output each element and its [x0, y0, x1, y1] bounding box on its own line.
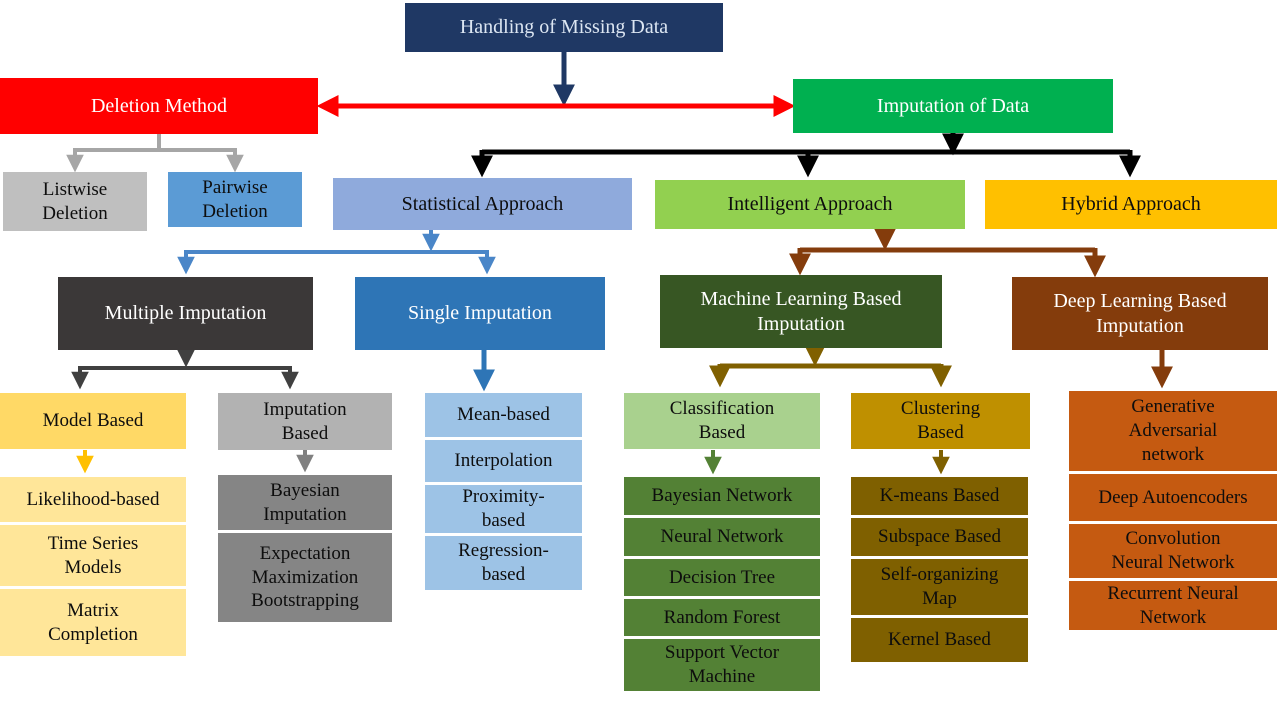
connector-ml-to-children: [708, 344, 953, 388]
node-kmeans-based: K-means Based: [851, 477, 1028, 515]
node-clustering-based: Clustering Based: [851, 393, 1030, 449]
node-machine-learning-based-imputation: Machine Learning Based Imputation: [660, 275, 942, 348]
node-deletion-method: Deletion Method: [0, 78, 318, 134]
node-time-series-models: Time Series Models: [0, 525, 186, 586]
node-support-vector-machine: Support Vector Machine: [624, 639, 820, 691]
node-self-organizing-map: Self-organizing Map: [851, 559, 1028, 615]
node-bayesian-network: Bayesian Network: [624, 477, 820, 515]
node-kernel-based: Kernel Based: [851, 618, 1028, 662]
node-convolution-neural-network: Convolution Neural Network: [1069, 524, 1277, 578]
node-neural-network: Neural Network: [624, 518, 820, 556]
node-model-based: Model Based: [0, 393, 186, 449]
node-expectation-maximization-bootstrapping: Expectation Maximization Bootstrapping: [218, 533, 392, 622]
node-deep-learning-based-imputation: Deep Learning Based Imputation: [1012, 277, 1268, 350]
node-hybrid-approach: Hybrid Approach: [985, 180, 1277, 229]
connector-multiple-to-children: [71, 349, 299, 390]
node-single-imputation: Single Imputation: [355, 277, 605, 350]
node-random-forest: Random Forest: [624, 599, 820, 636]
node-bayesian-imputation: Bayesian Imputation: [218, 475, 392, 530]
node-decision-tree: Decision Tree: [624, 559, 820, 596]
node-imputation-based: Imputation Based: [218, 393, 392, 450]
node-proximity-based: Proximity- based: [425, 485, 582, 533]
node-generative-adversarial-network: Generative Adversarial network: [1069, 391, 1277, 471]
node-recurrent-neural-network: Recurrent Neural Network: [1069, 581, 1277, 630]
node-statistical-approach: Statistical Approach: [333, 178, 632, 230]
node-mean-based: Mean-based: [425, 393, 582, 437]
node-likelihood-based: Likelihood-based: [0, 477, 186, 522]
node-subspace-based: Subspace Based: [851, 518, 1028, 556]
node-multiple-imputation: Multiple Imputation: [58, 277, 313, 350]
node-interpolation: Interpolation: [425, 440, 582, 482]
node-imputation-of-data: Imputation of Data: [793, 79, 1113, 133]
connector-statistical-to-children: [177, 230, 496, 275]
node-deep-autoencoders: Deep Autoencoders: [1069, 474, 1277, 521]
node-classification-based: Classification Based: [624, 393, 820, 449]
node-regression-based: Regression- based: [425, 536, 582, 590]
node-intelligent-approach: Intelligent Approach: [655, 180, 965, 229]
node-handling-of-missing-data: Handling of Missing Data: [405, 3, 723, 52]
node-listwise-deletion: Listwise Deletion: [3, 172, 147, 231]
connector-intelligent-to-children: [788, 228, 1107, 278]
connector-deletion-to-children: [66, 134, 244, 173]
node-pairwise-deletion: Pairwise Deletion: [168, 172, 302, 227]
node-matrix-completion: Matrix Completion: [0, 589, 186, 656]
connector-imputation-to-approaches: [470, 133, 1142, 178]
